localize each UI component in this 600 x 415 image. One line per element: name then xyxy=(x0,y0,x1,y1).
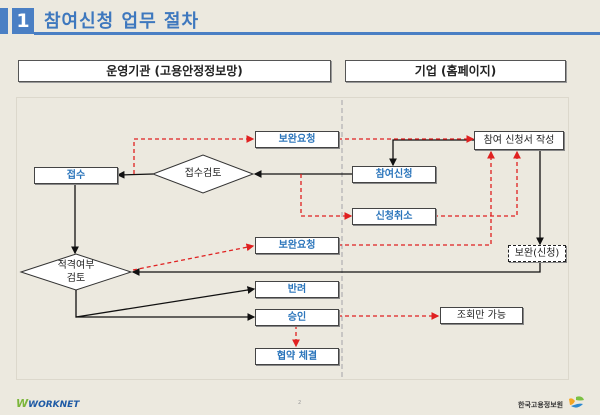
section-number: 1 xyxy=(12,8,34,34)
dflow-apply-to-cancel xyxy=(300,174,353,220)
flow-eligibility-to-reject xyxy=(75,286,256,318)
node-supplement-request-2: 보완요청 xyxy=(255,237,339,254)
node-application-write: 참여 신청서 작성 xyxy=(474,131,564,150)
header-company: 기업 (홈페이지) xyxy=(345,60,566,82)
dflow-supp2-to-write xyxy=(338,150,495,246)
page-number: 2 xyxy=(298,400,302,406)
node-approve: 승인 xyxy=(255,309,339,326)
title-accent-bar xyxy=(0,8,8,34)
node-reject: 반려 xyxy=(255,281,339,298)
receipt-review-diamond xyxy=(151,154,255,194)
node-participation-apply: 참여신청 xyxy=(352,166,436,183)
dflow-review-to-supp1 xyxy=(133,135,255,174)
node-supplement-request-1: 보완요청 xyxy=(255,131,339,148)
keis-logo-text: 한국고용정보원 xyxy=(518,401,564,409)
node-supplement-apply: 보완(신청) xyxy=(508,245,566,262)
node-agreement: 협약 체결 xyxy=(255,348,339,365)
header-operator: 운영기관 (고용안정정보망) xyxy=(18,60,331,82)
flow-write-to-apply xyxy=(389,139,474,167)
dflow-eligibility-to-supp2 xyxy=(132,243,255,271)
node-apply-cancel: 신청취소 xyxy=(352,208,436,225)
dflow-cancel-to-write xyxy=(434,150,521,217)
eligibility-review-diamond xyxy=(19,253,133,291)
worknet-logo: WWORKNET xyxy=(16,397,80,410)
node-receipt: 접수 xyxy=(34,167,118,184)
title-underline xyxy=(34,32,600,35)
diagram-panel xyxy=(16,97,569,380)
keis-logo-icon xyxy=(569,396,584,408)
node-eligibility-review-line1: 적격여부 xyxy=(57,260,95,271)
node-receipt-review: 접수검토 xyxy=(184,168,222,179)
worknet-logo-text: WORKNET xyxy=(28,400,80,410)
flow-review-to-receipt xyxy=(116,170,154,179)
node-view-only: 조회만 가능 xyxy=(440,307,523,324)
page-title: 참여신청 업무 절차 xyxy=(44,11,200,32)
flow-supplement-to-eligibility xyxy=(131,261,541,276)
node-eligibility-review-line2: 검토 xyxy=(66,273,86,284)
